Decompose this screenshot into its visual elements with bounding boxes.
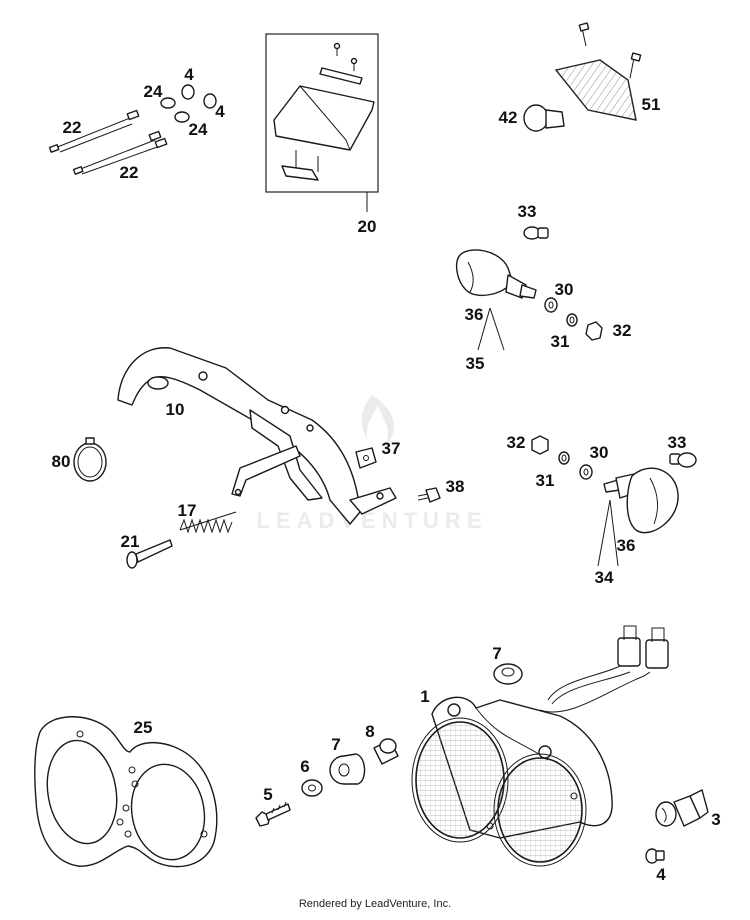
bulb-33-top [523, 226, 549, 240]
watermark-logo: LEADVENTURE [256, 395, 487, 533]
label-6: 6 [300, 757, 309, 776]
label-30b: 30 [590, 443, 609, 462]
label-7b: 7 [492, 644, 501, 663]
label-38: 38 [446, 477, 465, 496]
label-3: 3 [711, 810, 720, 829]
label-8: 8 [365, 722, 374, 741]
headlight-assembly-1 [411, 625, 669, 867]
label-80: 80 [52, 452, 71, 471]
grab-handle-10 [117, 347, 397, 525]
label-17: 17 [178, 501, 197, 520]
turn-signal-36-top [455, 249, 537, 351]
hardware-30-32-top [544, 297, 603, 341]
label-4b: 4 [215, 102, 225, 121]
label-22a: 22 [63, 118, 82, 137]
label-10: 10 [166, 400, 185, 419]
bulb-4-lower [645, 848, 665, 864]
label-37: 37 [382, 439, 401, 458]
label-31b: 31 [536, 471, 555, 490]
label-24b: 24 [189, 120, 208, 139]
label-30a: 30 [555, 280, 574, 299]
bolt-5 [255, 801, 291, 827]
watermark-text: LEADVENTURE [256, 508, 487, 533]
label-32b: 32 [507, 433, 526, 452]
headlight-mask-25 [34, 716, 218, 868]
label-21: 21 [121, 532, 140, 551]
label-5: 5 [263, 785, 272, 804]
label-33a: 33 [518, 202, 537, 221]
hardware-30-32-bottom [531, 435, 593, 480]
part-labels: 4 24 4 24 22 22 20 42 51 33 30 36 32 31 … [52, 65, 721, 884]
label-33b: 33 [668, 433, 687, 452]
clamp-80 [73, 437, 107, 482]
footer-credit: Rendered by LeadVenture, Inc. [298, 898, 452, 910]
label-36b: 36 [617, 536, 636, 555]
label-36a: 36 [465, 305, 484, 324]
label-7a: 7 [331, 735, 340, 754]
bulb-33-bottom [669, 452, 697, 468]
label-22b: 22 [120, 163, 139, 182]
bolt-21 [126, 539, 173, 569]
label-1: 1 [420, 687, 429, 706]
part-20-box [265, 33, 379, 212]
tail-lens-51 [554, 22, 642, 121]
wire-harness-22 [48, 109, 168, 175]
label-4a: 4 [184, 65, 194, 84]
bulb-sockets-24 [160, 84, 217, 123]
clip-nut-37 [355, 447, 377, 469]
label-31a: 31 [551, 332, 570, 351]
label-42: 42 [499, 108, 518, 127]
label-51: 51 [642, 95, 661, 114]
label-34: 34 [595, 568, 614, 587]
bulb-3 [655, 789, 709, 827]
label-25: 25 [134, 718, 153, 737]
grommet-7-lower [329, 753, 366, 785]
label-4c: 4 [656, 865, 666, 884]
turn-signal-36-bottom [597, 467, 679, 567]
bulb-42 [523, 104, 565, 132]
label-24a: 24 [144, 82, 163, 101]
bushing-8 [373, 738, 399, 765]
label-35: 35 [466, 354, 485, 373]
label-20: 20 [358, 217, 377, 236]
spring-17 [179, 511, 237, 534]
label-32a: 32 [613, 321, 632, 340]
screw-38 [417, 487, 441, 503]
grommet-7-upper [493, 663, 523, 685]
washer-6 [301, 779, 323, 797]
